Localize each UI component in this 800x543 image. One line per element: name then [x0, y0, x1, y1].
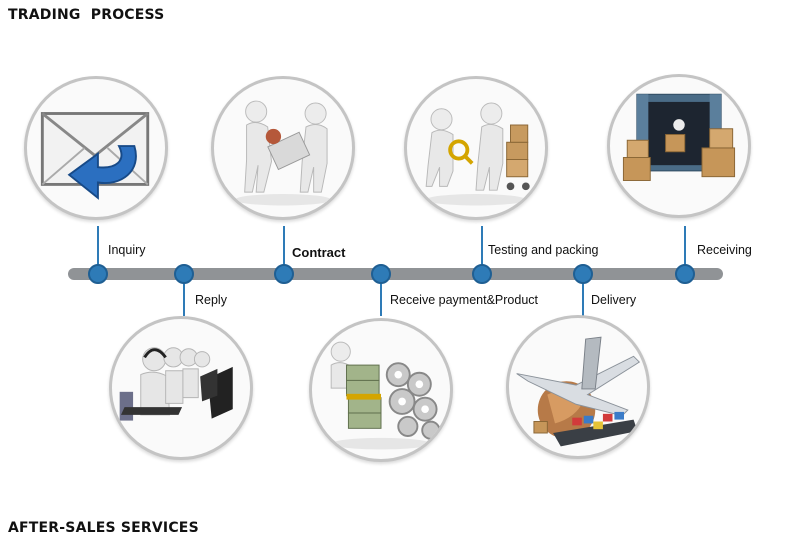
payment-node: [371, 264, 391, 284]
reply-connector: [183, 283, 185, 316]
testing-node: [472, 264, 492, 284]
airplane-ship-globe-illustration: [506, 315, 650, 459]
receiving-label: Receiving: [697, 243, 752, 257]
after-sales-heading: AFTER-SALES SERVICES: [8, 520, 199, 536]
inquiry-node: [88, 264, 108, 284]
receiving-connector: [684, 226, 686, 266]
receiving-node: [675, 264, 695, 284]
contract-label: Contract: [292, 245, 346, 260]
reply-label: Reply: [195, 293, 227, 307]
delivery-connector: [582, 283, 584, 316]
inquiry-envelope-icon: [24, 76, 168, 220]
inspection-packing-illustration: [404, 76, 548, 220]
shipping-container-illustration: [607, 74, 751, 218]
money-gears-illustration: [309, 318, 453, 462]
payment-label: Receive payment&Product: [390, 293, 538, 307]
timeline-bar: [68, 268, 723, 280]
trading-process-heading: TRADING PROCESS: [8, 7, 165, 23]
testing-connector: [481, 226, 483, 266]
contract-connector: [283, 226, 285, 266]
inquiry-connector: [97, 226, 99, 266]
inquiry-label: Inquiry: [108, 243, 146, 257]
delivery-node: [573, 264, 593, 284]
call-center-illustration: [109, 316, 253, 460]
contract-handshake-illustration: [211, 76, 355, 220]
reply-node: [174, 264, 194, 284]
delivery-label: Delivery: [591, 293, 637, 307]
contract-node: [274, 264, 294, 284]
payment-connector: [380, 283, 382, 316]
testing-label: Testing and packing: [488, 243, 599, 257]
